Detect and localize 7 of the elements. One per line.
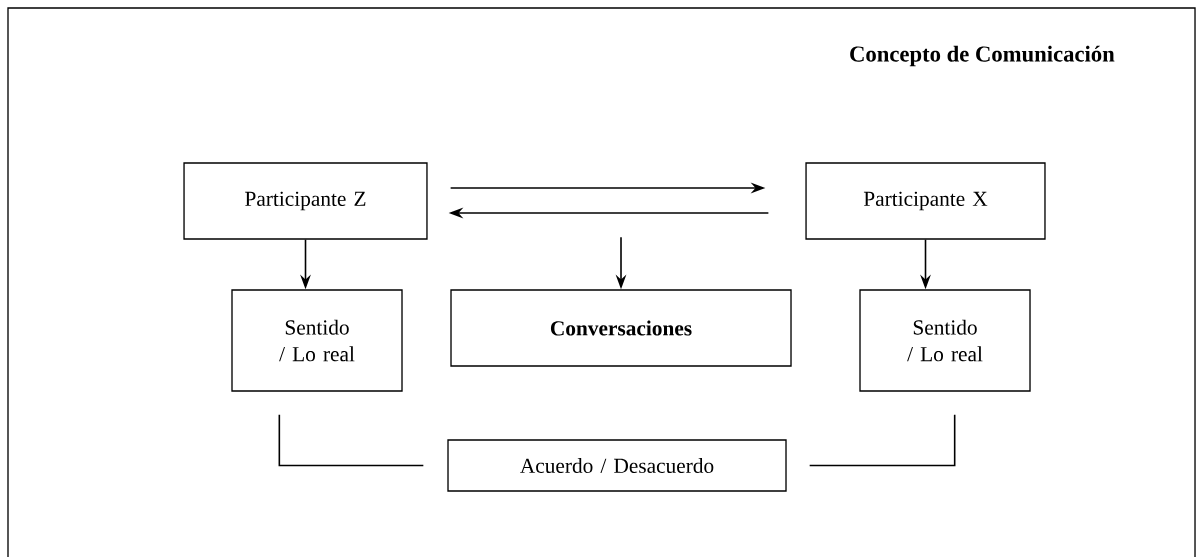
meaning-box: Sentido / Lo real	[231, 289, 403, 392]
participant-box: Participante Z	[183, 162, 428, 240]
meaning-box: Sentido / Lo real	[859, 289, 1031, 392]
agreement-box: Acuerdo / Desacuerdo	[447, 439, 787, 492]
participant-box: Participante X	[805, 162, 1046, 240]
title: Concepto de Comunicación	[850, 45, 1115, 67]
conversation-box: Conversaciones	[450, 289, 792, 367]
